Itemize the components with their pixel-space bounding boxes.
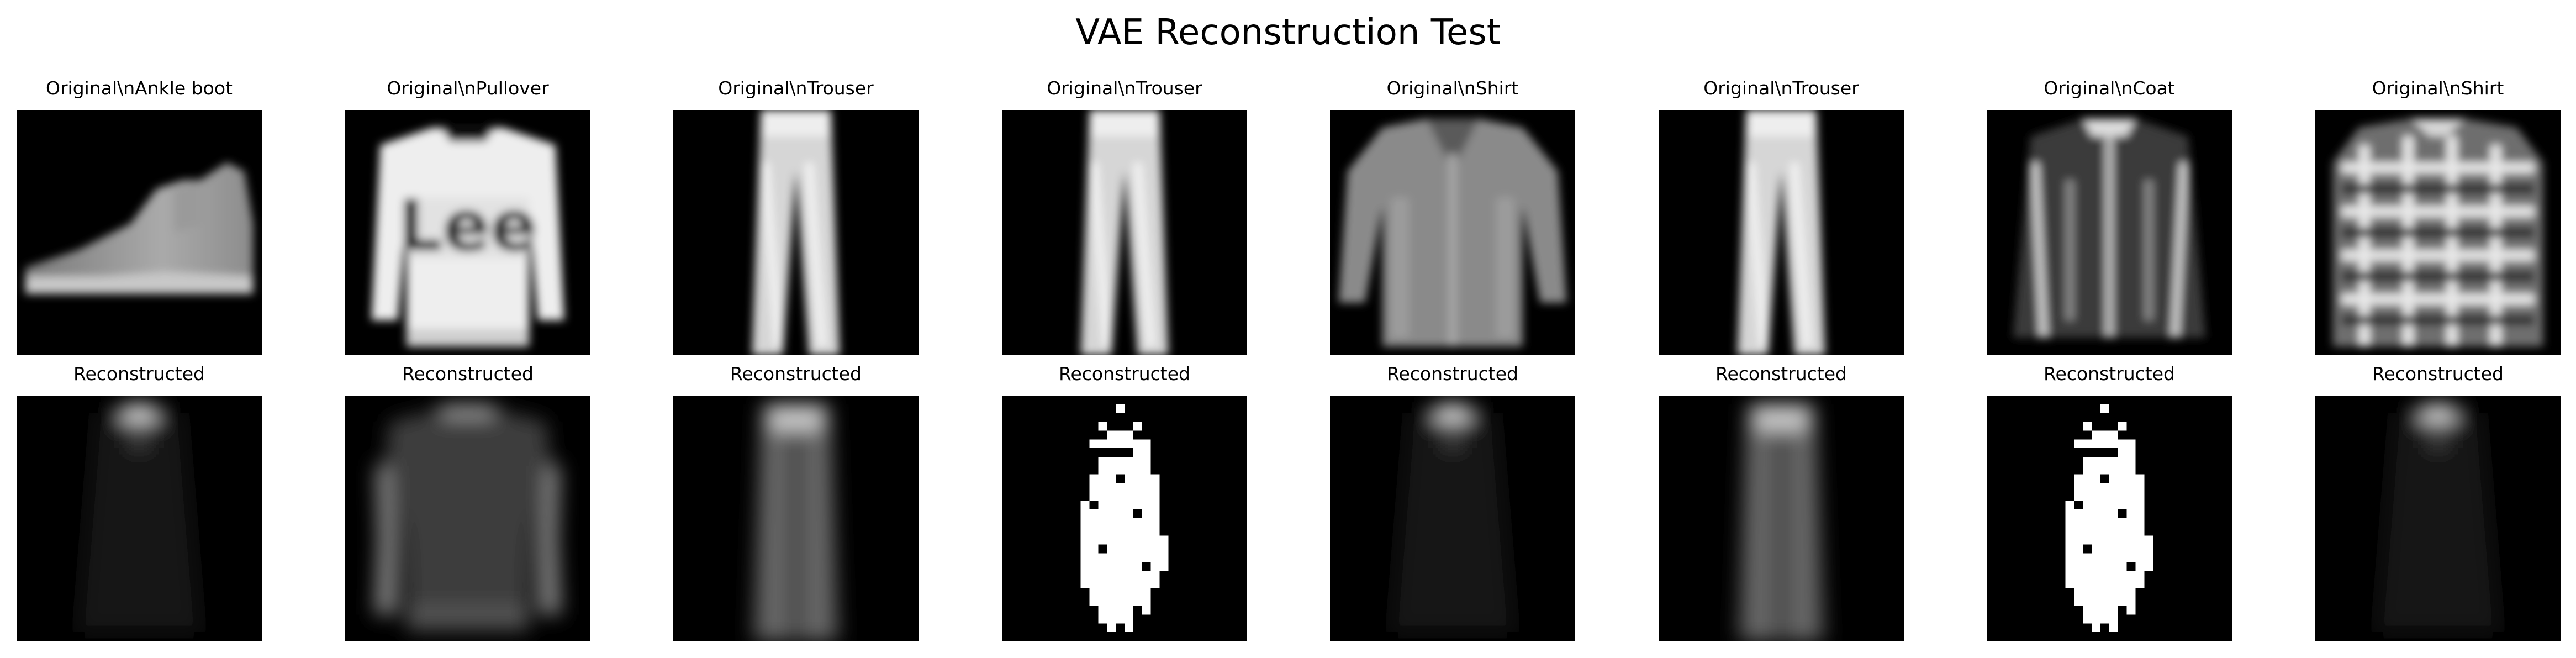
original-caption: Original\nPullover [387,77,549,99]
reconstructed-caption: Reconstructed [2372,363,2504,385]
reconstructed-image-faint-blur [17,396,262,641]
original-caption: Original\nTrouser [1703,77,1859,99]
reconstructed-caption: Reconstructed [1059,363,1190,385]
original-image-ankle-boot [17,110,262,355]
original-image-trouser [1659,110,1904,355]
reconstructed-caption: Reconstructed [73,363,205,385]
original-caption: Original\nTrouser [718,77,874,99]
original-image-pullover: Lee [345,110,590,355]
original-image-plaid-shirt [2315,110,2561,355]
reconstructed-caption: Reconstructed [2044,363,2175,385]
reconstructed-caption: Reconstructed [730,363,862,385]
original-image-trouser [1002,110,1247,355]
original-image-shirt [1330,110,1575,355]
svg-text:Lee: Lee [398,185,538,267]
original-image-coat [1987,110,2232,355]
original-caption: Original\nAnkle boot [46,77,233,99]
reconstructed-caption: Reconstructed [402,363,534,385]
original-image-trouser [673,110,919,355]
figure-title: VAE Reconstruction Test [1075,12,1501,53]
reconstructed-image-pullover-blur [345,396,590,641]
reconstructed-image-white-blob [1987,396,2232,641]
original-caption: Original\nTrouser [1047,77,1202,99]
original-caption: Original\nShirt [2372,77,2504,99]
reconstructed-image-trouser-blur [673,396,919,641]
reconstructed-image-faint-blur [2315,396,2561,641]
reconstructed-image-white-blob [1002,396,1247,641]
reconstructed-caption: Reconstructed [1715,363,1847,385]
reconstructed-image-faint-blur [1330,396,1575,641]
original-caption: Original\nCoat [2044,77,2175,99]
reconstructed-image-trouser-blur [1659,396,1904,641]
reconstructed-caption: Reconstructed [1387,363,1518,385]
original-caption: Original\nShirt [1386,77,1519,99]
